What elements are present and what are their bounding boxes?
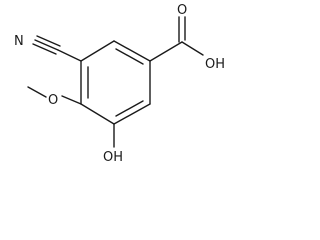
nitrile-group: N [14,34,82,62]
phenol-hydroxyl-group: OH [103,123,123,165]
nitrile-triple-bond-line-2 [32,43,57,55]
nitrile-triple-bond-line-1 [34,39,59,51]
ring-bond-top-left [80,40,115,62]
methoxy-oxygen-bond [61,95,82,105]
carboxyl-carbon-bond [149,41,183,62]
nitrile-nitrogen-label: N [14,34,24,49]
ring-double-bond-inner-top-right [115,48,144,65]
benzene-ring [80,40,151,125]
ring-double-bond-inner-bottom-right [115,100,144,117]
nitrile-single-bond [57,49,82,62]
ring-bond-bottom-left [80,103,115,125]
ring-bond-top-right [113,40,151,62]
ring-bond-bottom-right [113,103,151,125]
nitrile-triple-bond-line-3 [36,35,61,47]
methoxy-oxygen-label: O [48,93,58,108]
carboxyl-hydroxyl-label: OH [205,57,225,72]
carboxylic-acid-group: O OH [149,3,225,72]
methoxy-group: O [27,86,82,108]
carbonyl-oxygen-label: O [177,3,187,18]
chemical-structure-diagram: N O OH O OH [14,3,225,165]
methoxy-methyl-bond [27,86,47,98]
phenol-hydroxyl-label: OH [103,150,123,165]
carboxyl-hydroxyl-bond [181,41,204,56]
